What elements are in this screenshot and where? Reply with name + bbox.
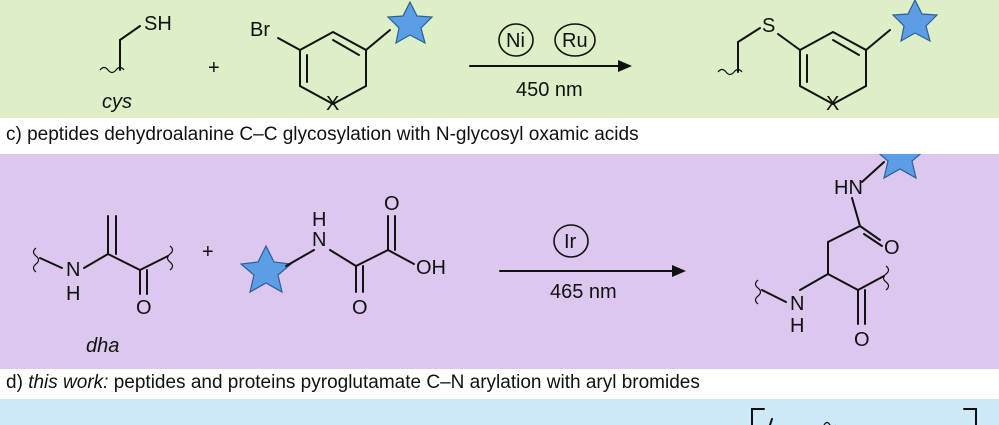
wavy-bond <box>823 421 836 425</box>
bond <box>119 25 141 41</box>
product-s-label: S <box>762 15 775 37</box>
bond <box>365 29 391 51</box>
plus-sign: + <box>208 57 220 79</box>
product-h: H <box>790 315 804 337</box>
ru-cycle-icon <box>554 23 596 57</box>
panel-b-scheme: SH cys + Br X Ni Ru 450 nm S <box>99 0 939 115</box>
caption-italic: this work: <box>28 372 109 393</box>
ni-cycle-icon <box>498 23 534 57</box>
bond <box>861 161 885 183</box>
bond <box>285 249 315 267</box>
oxamic-oh: OH <box>416 257 446 279</box>
bond <box>777 33 801 51</box>
product-o: O <box>854 329 870 351</box>
wavy-bond <box>754 279 762 305</box>
bond <box>827 225 861 243</box>
glyco-star-icon <box>891 0 939 43</box>
panel-c-header: c) peptides dehydroalanine C–C glycosyla… <box>0 118 999 154</box>
glyco-star-icon <box>878 154 922 180</box>
oxamic-n-label: N <box>312 229 326 251</box>
panel-d-header: d) this work: peptides and proteins pyro… <box>0 369 999 399</box>
panel-d-arylation <box>0 399 999 425</box>
bromo-label: Br <box>250 19 270 41</box>
dha-label: dha <box>86 335 119 357</box>
bond <box>387 249 415 265</box>
bond <box>865 29 891 51</box>
wavy-bond <box>32 247 40 273</box>
dha-o-label: O <box>136 297 152 319</box>
bond <box>329 249 357 267</box>
plus-sign: + <box>202 241 214 263</box>
panel-c-scheme: N H O dha + N H O O <box>32 154 922 357</box>
bond <box>857 275 885 291</box>
bond <box>832 39 860 56</box>
bond <box>859 225 881 241</box>
ir-cycle-icon <box>553 224 589 258</box>
caption-rest: peptides and proteins pyroglutamate C–N … <box>108 372 700 393</box>
condition-label: 450 nm <box>516 79 583 101</box>
bond <box>277 37 301 51</box>
bond <box>139 255 169 271</box>
thiol-label: SH <box>144 13 172 35</box>
aromatic-ring <box>799 30 867 106</box>
panel-d-caption: d) this work: peptides and proteins pyro… <box>6 372 700 394</box>
arrow-head-icon <box>618 60 632 72</box>
dha-h-label: H <box>66 283 80 305</box>
bond <box>355 249 389 267</box>
panel-b-cysteine-arylation: SH cys + Br X Ni Ru 450 nm S <box>0 0 999 118</box>
bond <box>851 197 861 227</box>
bond <box>761 289 787 303</box>
aromatic-ring <box>299 30 367 106</box>
catalyst-ru: Ru <box>562 30 588 52</box>
bond <box>769 418 773 425</box>
bond <box>332 39 360 56</box>
bond <box>83 253 109 269</box>
caption-prefix: d) <box>6 372 29 393</box>
bracket-right <box>963 408 977 425</box>
product-hn: HN <box>834 177 863 199</box>
bond <box>827 273 859 291</box>
panel-d-scheme <box>751 408 977 425</box>
bond <box>863 233 883 247</box>
wavy-bond <box>166 245 174 271</box>
panel-c-glycosylation: N H O dha + N H O O <box>0 154 999 369</box>
bond <box>737 27 761 43</box>
catalyst-ni: Ni <box>506 30 525 52</box>
glyco-star-icon <box>386 0 434 45</box>
oxamic-o-top: O <box>384 193 400 215</box>
arrow-head-icon <box>672 265 686 277</box>
product-x-label: X <box>826 93 839 115</box>
ring-x-label: X <box>326 93 339 115</box>
bracket-left <box>751 408 765 425</box>
oxamic-o-bottom: O <box>352 297 368 319</box>
bond <box>107 253 141 271</box>
oxamic-h-label: H <box>312 209 326 231</box>
wavy-bond <box>882 265 890 291</box>
product-n: N <box>790 293 804 315</box>
bond <box>799 273 829 291</box>
condition-label: 465 nm <box>550 281 617 303</box>
product-o-amide: O <box>884 237 900 259</box>
cys-label: cys <box>102 91 132 113</box>
catalyst-ir: Ir <box>564 231 577 253</box>
panel-c-caption: c) peptides dehydroalanine C–C glycosyla… <box>6 124 639 145</box>
bond <box>39 257 63 269</box>
dha-n-label: N <box>66 259 80 281</box>
glyco-star-icon <box>239 244 293 294</box>
